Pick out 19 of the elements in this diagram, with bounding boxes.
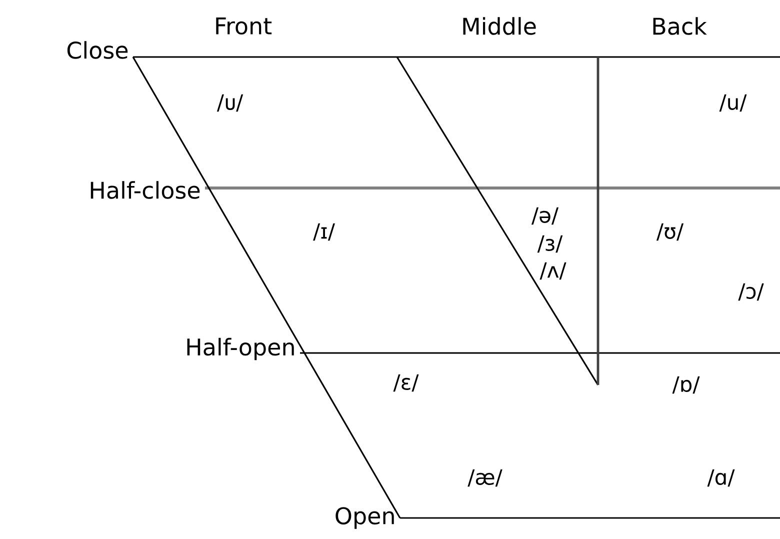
vowel-symbol: /æ/ [468,469,502,487]
vowel-symbol: /ɒ/ [672,376,700,394]
vowel-symbol: /ʌ/ [540,262,566,280]
vowel-symbol: /ɪ/ [313,223,335,241]
column-heading: Front [216,17,272,35]
row-heading: Half-open [187,338,294,360]
vowel-symbol: /ʊ/ [656,223,684,241]
vowel-symbol: /ɑ/ [707,469,735,487]
row-heading: Close [67,41,128,59]
row-heading: Half-close [90,181,200,199]
row-heading: Open [336,507,394,529]
column-heading: Middle [463,17,536,35]
vowel-symbol: /u/ [719,94,747,112]
vowel-symbol: /ᴜ/ [216,94,244,112]
vowel-symbol: /ə/ [531,207,559,225]
vowel-symbol: /ɜ/ [537,235,563,253]
column-heading: Back [653,17,707,35]
vowel-symbol: /ɔ/ [738,283,764,301]
vowel-symbol: /ɛ/ [393,374,419,392]
